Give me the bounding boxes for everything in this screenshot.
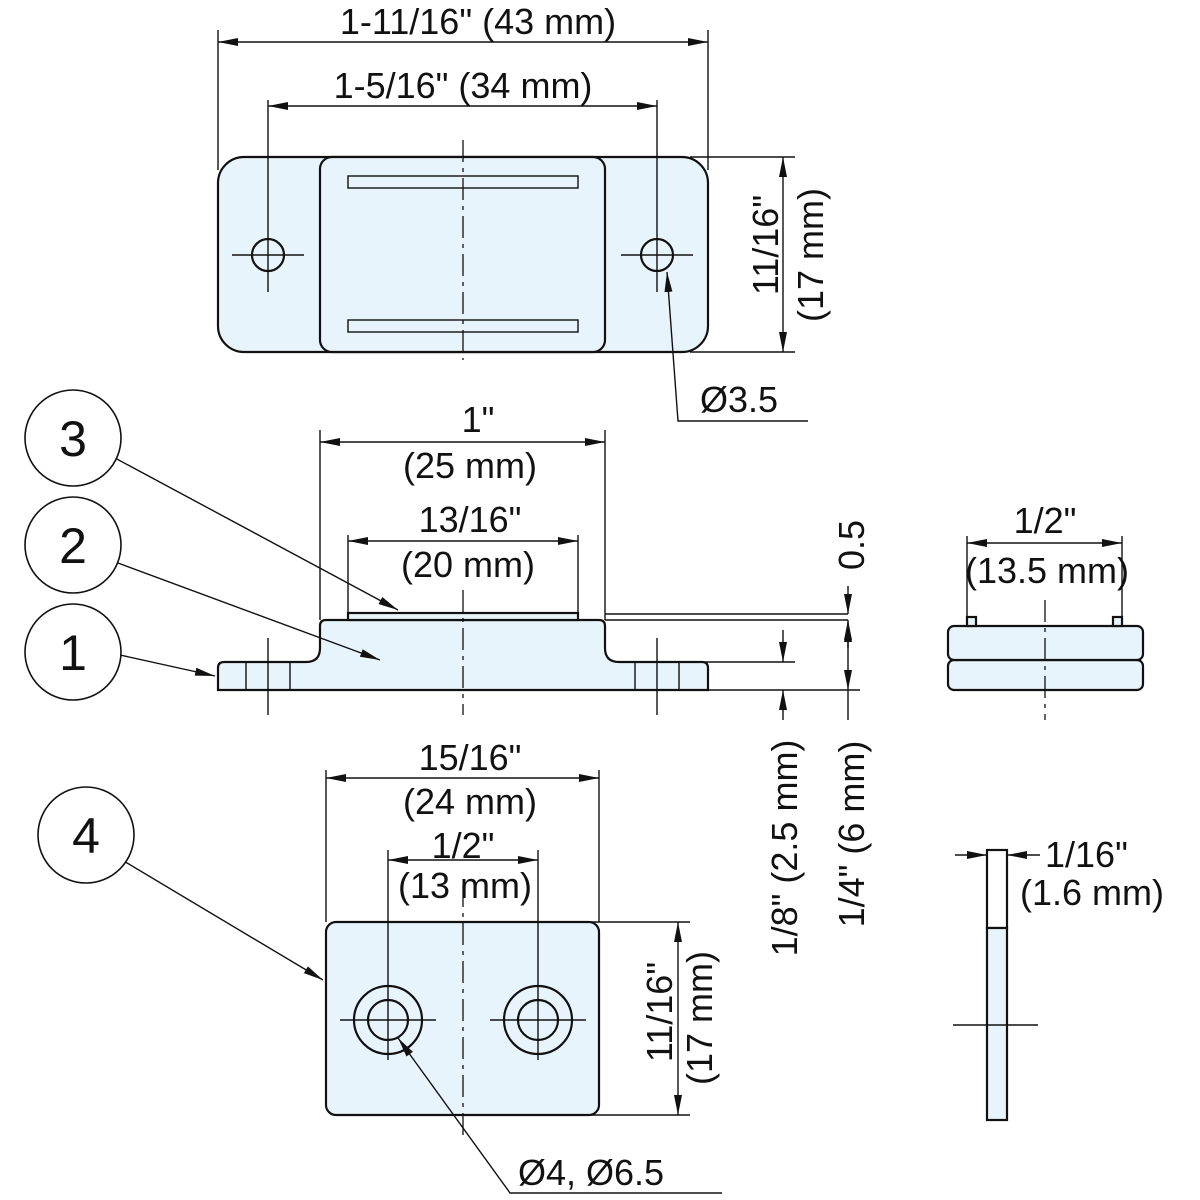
plate-thickness-label-in: 1/16": [1045, 834, 1128, 875]
end-view-width-label-mm: (13.5 mm): [965, 550, 1129, 591]
body-width-label-mm: (25 mm): [403, 445, 537, 486]
body-width-label-in: 1": [462, 399, 495, 440]
end-view-width-label-in: 1/2": [1014, 500, 1077, 541]
callout-4: 4: [37, 786, 324, 981]
callout-1-label: 1: [59, 625, 87, 681]
mounting-hole-right: [621, 100, 693, 292]
callout-3-label: 3: [59, 411, 87, 467]
end-view: 1/2" (13.5 mm): [946, 500, 1145, 720]
end-view-tab-left: [965, 615, 978, 628]
plate-hole-spacing-label-mm: (13 mm): [398, 865, 532, 906]
overall-width-label: 1-11/16" (43 mm): [340, 1, 616, 42]
total-height-label: 1/4" (6 mm): [831, 741, 872, 928]
plate-width-label-mm: (24 mm): [403, 781, 537, 822]
height-label-mm: (17 mm): [790, 188, 831, 322]
plate-hole-spacing-label-in: 1/2": [432, 825, 495, 866]
height-label-in: 11/16": [745, 195, 786, 295]
magnet-width-label-mm: (20 mm): [401, 544, 535, 585]
callout-2-label: 2: [59, 518, 87, 574]
strike-plate-view: 15/16" (24 mm) 1/2" (13 mm) 11/16" (17 m…: [324, 737, 722, 1194]
plate-hole-left: [340, 850, 436, 1060]
plate-height-label-in: 11/16": [639, 962, 680, 1062]
end-view-tab-right: [1111, 615, 1124, 628]
plate-hole-right: [490, 850, 586, 1060]
plate-height-label-mm: (17 mm): [679, 951, 720, 1085]
gap-label: 0.5: [831, 520, 872, 570]
top-view: 1-11/16" (43 mm) 1-5/16" (34 mm) 11/16" …: [216, 1, 831, 422]
callout-1: 1: [24, 603, 216, 701]
callout-4-label: 4: [72, 808, 100, 864]
base-thickness-label: 1/8" (2.5 mm): [764, 740, 805, 957]
plate-thickness-label-mm: (1.6 mm): [1020, 872, 1164, 913]
hole-spacing-label: 1-5/16" (34 mm): [334, 65, 593, 106]
callout-2: 2: [24, 496, 381, 661]
plate-width-label-in: 15/16": [419, 737, 522, 778]
plate-hole-diameter-label: Ø4, Ø6.5: [518, 1152, 664, 1193]
mounting-hole-left: [232, 100, 304, 292]
hole-diameter-leader: [664, 271, 808, 422]
magnet-width-label-in: 13/16": [419, 499, 522, 540]
plate-side-outline: [985, 926, 1009, 1122]
plate-hole-leader: [397, 1037, 722, 1194]
plate-side-outline-upper: [985, 848, 1009, 930]
plate-side-view: 1/16" (1.6 mm): [953, 834, 1164, 1122]
callout-3: 3: [24, 389, 399, 611]
side-view: 1" (25 mm) 13/16" (20 mm) 0.5 1/8" (2.5 …: [216, 399, 872, 957]
hole-diameter-label: Ø3.5: [700, 379, 778, 420]
